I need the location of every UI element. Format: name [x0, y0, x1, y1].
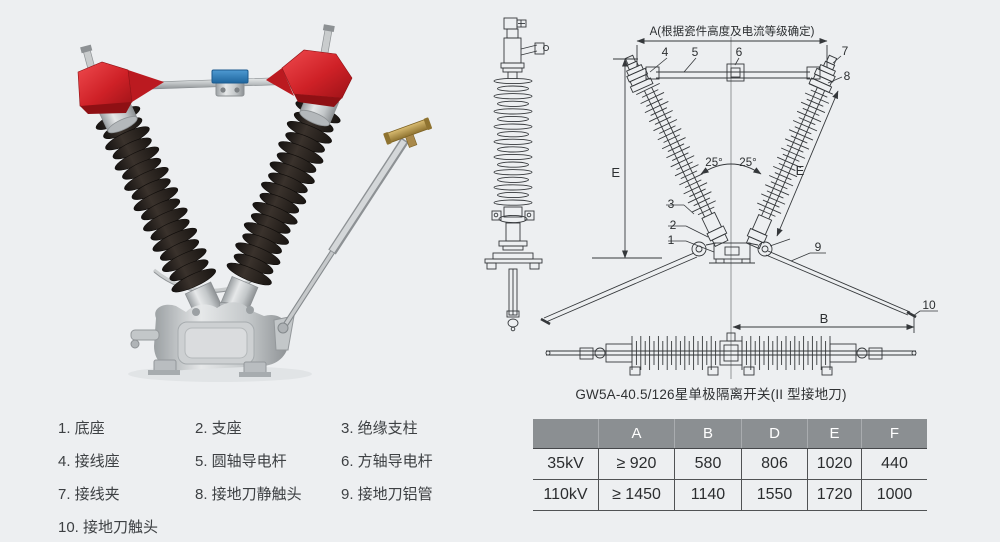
callout-4: 4: [662, 45, 669, 59]
spec-cell: 1020: [807, 449, 861, 480]
callout-5: 5: [692, 45, 699, 59]
callout-8: 8: [844, 69, 851, 83]
part-item-9: 9. 接地刀铝管: [341, 486, 433, 503]
spec-header-cell: B: [674, 419, 741, 448]
spec-cell: 1140: [674, 480, 741, 511]
spec-header-cell: E: [807, 419, 861, 448]
spec-table: A B D E F 35kV ≥ 920 580 806 1020 440 11…: [533, 419, 927, 511]
spec-header-cell: [533, 419, 598, 448]
spec-header-cell: D: [741, 419, 807, 448]
part-item-6: 6. 方轴导电杆: [341, 453, 433, 470]
spec-table-row-35kv: 35kV ≥ 920 580 806 1020 440: [533, 449, 927, 480]
dim-e-right: [769, 90, 839, 247]
product-photo: [77, 24, 432, 382]
spec-cell: 580: [674, 449, 741, 480]
part-item-7: 7. 接线夹: [58, 486, 120, 503]
spec-row-label: 35kV: [533, 449, 598, 480]
spec-cell: ≥ 1450: [598, 480, 674, 511]
drawing-side-view: [484, 17, 550, 332]
dim-b: [732, 317, 915, 333]
part-item-10: 10. 接地刀触头: [58, 519, 159, 536]
dim-e-right-label: E: [796, 163, 805, 178]
part-item-2: 2. 支座: [195, 420, 242, 437]
drawing-ground-blades: [540, 250, 917, 326]
part-item-5: 5. 圆轴导电杆: [195, 453, 287, 470]
part-item-3: 3. 绝缘支柱: [341, 420, 418, 437]
photo-right-terminal: [266, 24, 353, 107]
drawing-base: [691, 241, 773, 264]
spec-table-row-110kv: 110kV ≥ 1450 1140 1550 1720 1000: [533, 480, 927, 511]
spec-header-cell: F: [861, 419, 927, 448]
spec-cell: 1720: [807, 480, 861, 511]
spec-cell: 1000: [861, 480, 927, 511]
part-item-4: 4. 接线座: [58, 453, 120, 470]
spec-cell: 440: [861, 449, 927, 480]
part-item-8: 8. 接地刀静触头: [195, 486, 302, 503]
parts-list: 1. 底座 2. 支座 3. 绝缘支柱 4. 接线座 5. 圆轴导电杆 6. 方…: [58, 412, 528, 542]
photo-base: [130, 302, 295, 377]
dim-a-label: A(根据瓷件高度及电流等级确定): [650, 24, 815, 38]
drawing-left-insulator: [636, 82, 729, 247]
photo-brass-handle: [383, 117, 432, 148]
photo-left-terminal: [77, 44, 164, 114]
callout-1: 1: [668, 233, 675, 247]
drawing-right-terminal: [808, 54, 838, 94]
callout-9: 9: [815, 240, 822, 254]
angle-arc: [700, 163, 762, 175]
drawing-caption: GW5A-40.5/126星单极隔离开关(II 型接地刀): [575, 387, 847, 402]
spec-row-label: 110kV: [533, 480, 598, 511]
photo-blue-clamp: [211, 69, 249, 97]
callout-10: 10: [922, 298, 936, 312]
photo-ground-rod: [277, 117, 432, 334]
dim-e-left-label: E: [611, 165, 620, 180]
angle-right-label: 25°: [739, 157, 756, 169]
spec-cell: 1550: [741, 480, 807, 511]
spec-header-cell: A: [598, 419, 674, 448]
dim-e-left: [592, 58, 662, 259]
angle-left-label: 25°: [705, 157, 722, 169]
part-item-1: 1. 底座: [58, 420, 105, 437]
spec-cell: ≥ 920: [598, 449, 674, 480]
callout-6: 6: [736, 45, 743, 59]
callout-7: 7: [842, 44, 849, 58]
spec-table-header-row: A B D E F: [533, 419, 927, 449]
drawing-left-terminal: [624, 54, 654, 94]
callout-2: 2: [670, 218, 677, 232]
callout-3: 3: [668, 197, 675, 211]
technical-drawing: A(根据瓷件高度及电流等级确定) E E 25° 25° B 1 2 3 4 5…: [484, 17, 938, 379]
drawing-top-view: [545, 332, 917, 376]
dim-b-label: B: [820, 311, 829, 326]
spec-cell: 806: [741, 449, 807, 480]
drawing-conductor-rod: [645, 63, 821, 82]
callout-leaders: [649, 55, 938, 317]
